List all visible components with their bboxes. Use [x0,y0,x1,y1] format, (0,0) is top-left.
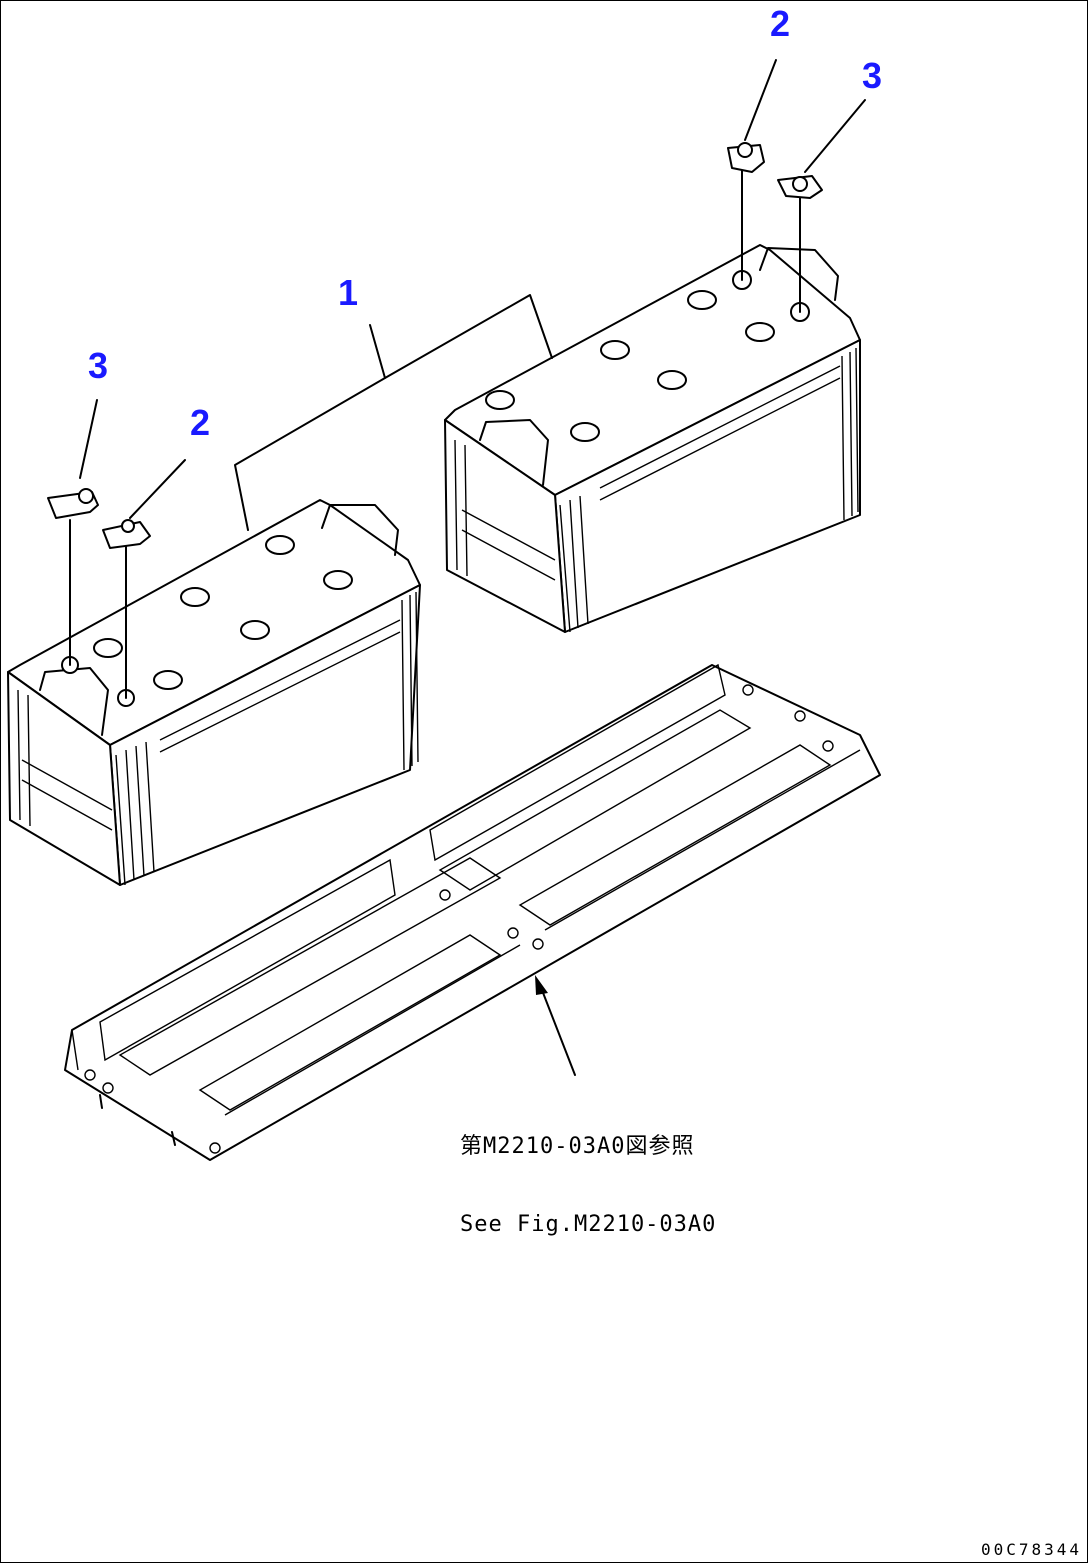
callout-2-right: 2 [770,3,791,44]
clamp-right-2 [727,142,765,173]
callout-3-left: 3 [88,345,109,386]
battery-caps-left [93,535,353,690]
callout-3-right: 3 [862,55,883,96]
callout-leaders [79,59,866,531]
drawing-id: 00C78344 [980,1540,1082,1559]
reference-note-en: See Fig.M2210-03A0 [460,1212,717,1237]
battery-left [7,499,421,886]
reference-note-jp: 第M2210-03A0図参照 [460,1134,695,1159]
reference-note: 第M2210-03A0図参照 See Fig.M2210-03A0 [460,1082,716,1264]
battery-tray [64,663,881,1161]
callout-1-battery: 1 [338,272,359,313]
battery-right [444,169,861,633]
clamp-left-3 [47,488,99,519]
clamp-right-3 [777,175,823,199]
reference-arrow [535,975,576,1076]
callout-2-left: 2 [190,402,211,443]
battery-caps-right [485,290,775,442]
clamp-left-2 [102,519,151,549]
